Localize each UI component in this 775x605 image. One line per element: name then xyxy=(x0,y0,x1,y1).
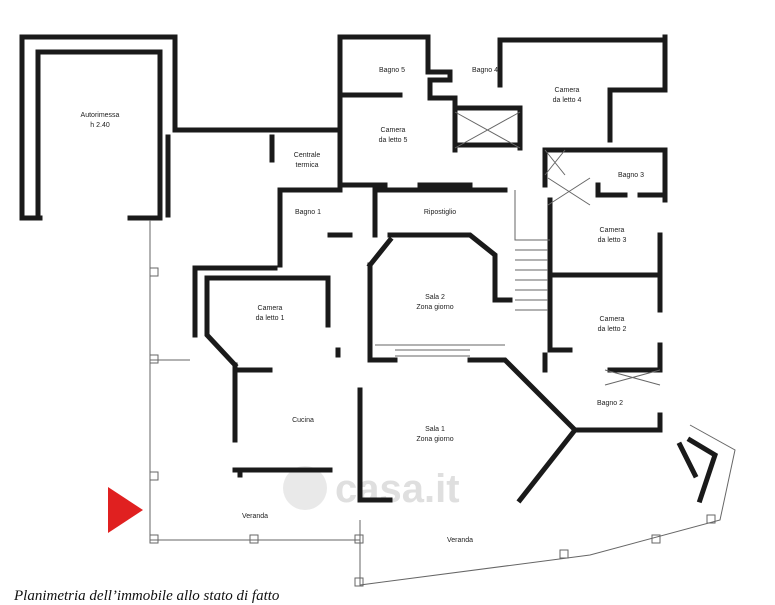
label-camera3: Camera xyxy=(600,227,625,234)
label-garage: Autorimessa xyxy=(81,112,120,119)
label-veranda-right: Veranda xyxy=(447,537,473,544)
label-sala2: Sala 2 xyxy=(425,294,445,301)
building-walls xyxy=(165,34,719,504)
label-bagno2: Bagno 2 xyxy=(597,400,623,407)
garage-walls xyxy=(19,34,178,221)
label-bagno5: Bagno 5 xyxy=(379,67,405,74)
label-ripostiglio: Ripostiglio xyxy=(424,209,456,216)
label-camera4: Camera xyxy=(555,87,580,94)
label-centrale: Centrale xyxy=(294,152,321,159)
label-bagno3: Bagno 3 xyxy=(618,172,644,179)
label-camera5b: da letto 5 xyxy=(379,137,408,144)
label-camera5: Camera xyxy=(381,127,406,134)
watermark: casa.it xyxy=(283,466,460,511)
label-centrale-b: termica xyxy=(296,162,319,169)
red-triangle-marker xyxy=(108,487,143,533)
label-camera2: Camera xyxy=(600,316,625,323)
label-sala1b: Zona giorno xyxy=(416,436,453,443)
label-sala1: Sala 1 xyxy=(425,426,445,433)
plan-caption: Planimetria dell’immobile allo stato di … xyxy=(14,588,280,604)
veranda-outline xyxy=(149,111,736,587)
label-camera1b: da letto 1 xyxy=(256,315,285,322)
label-bagno4: Bagno 4 xyxy=(472,67,498,74)
label-bagno1: Bagno 1 xyxy=(295,209,321,216)
label-veranda-left: Veranda xyxy=(242,513,268,520)
label-camera2b: da letto 2 xyxy=(598,326,627,333)
label-cucina: Cucina xyxy=(292,417,314,424)
label-garage-height: h 2.40 xyxy=(90,122,110,129)
label-camera1: Camera xyxy=(258,305,283,312)
watermark-logo-icon xyxy=(283,466,327,510)
watermark-text: casa.it xyxy=(335,467,460,511)
label-camera3b: da letto 3 xyxy=(598,237,627,244)
label-sala2b: Zona giorno xyxy=(416,304,453,311)
label-camera4b: da letto 4 xyxy=(553,97,582,104)
room-labels: Autorimessa h 2.40 Bagno 5 Bagno 4 Camer… xyxy=(81,67,645,544)
